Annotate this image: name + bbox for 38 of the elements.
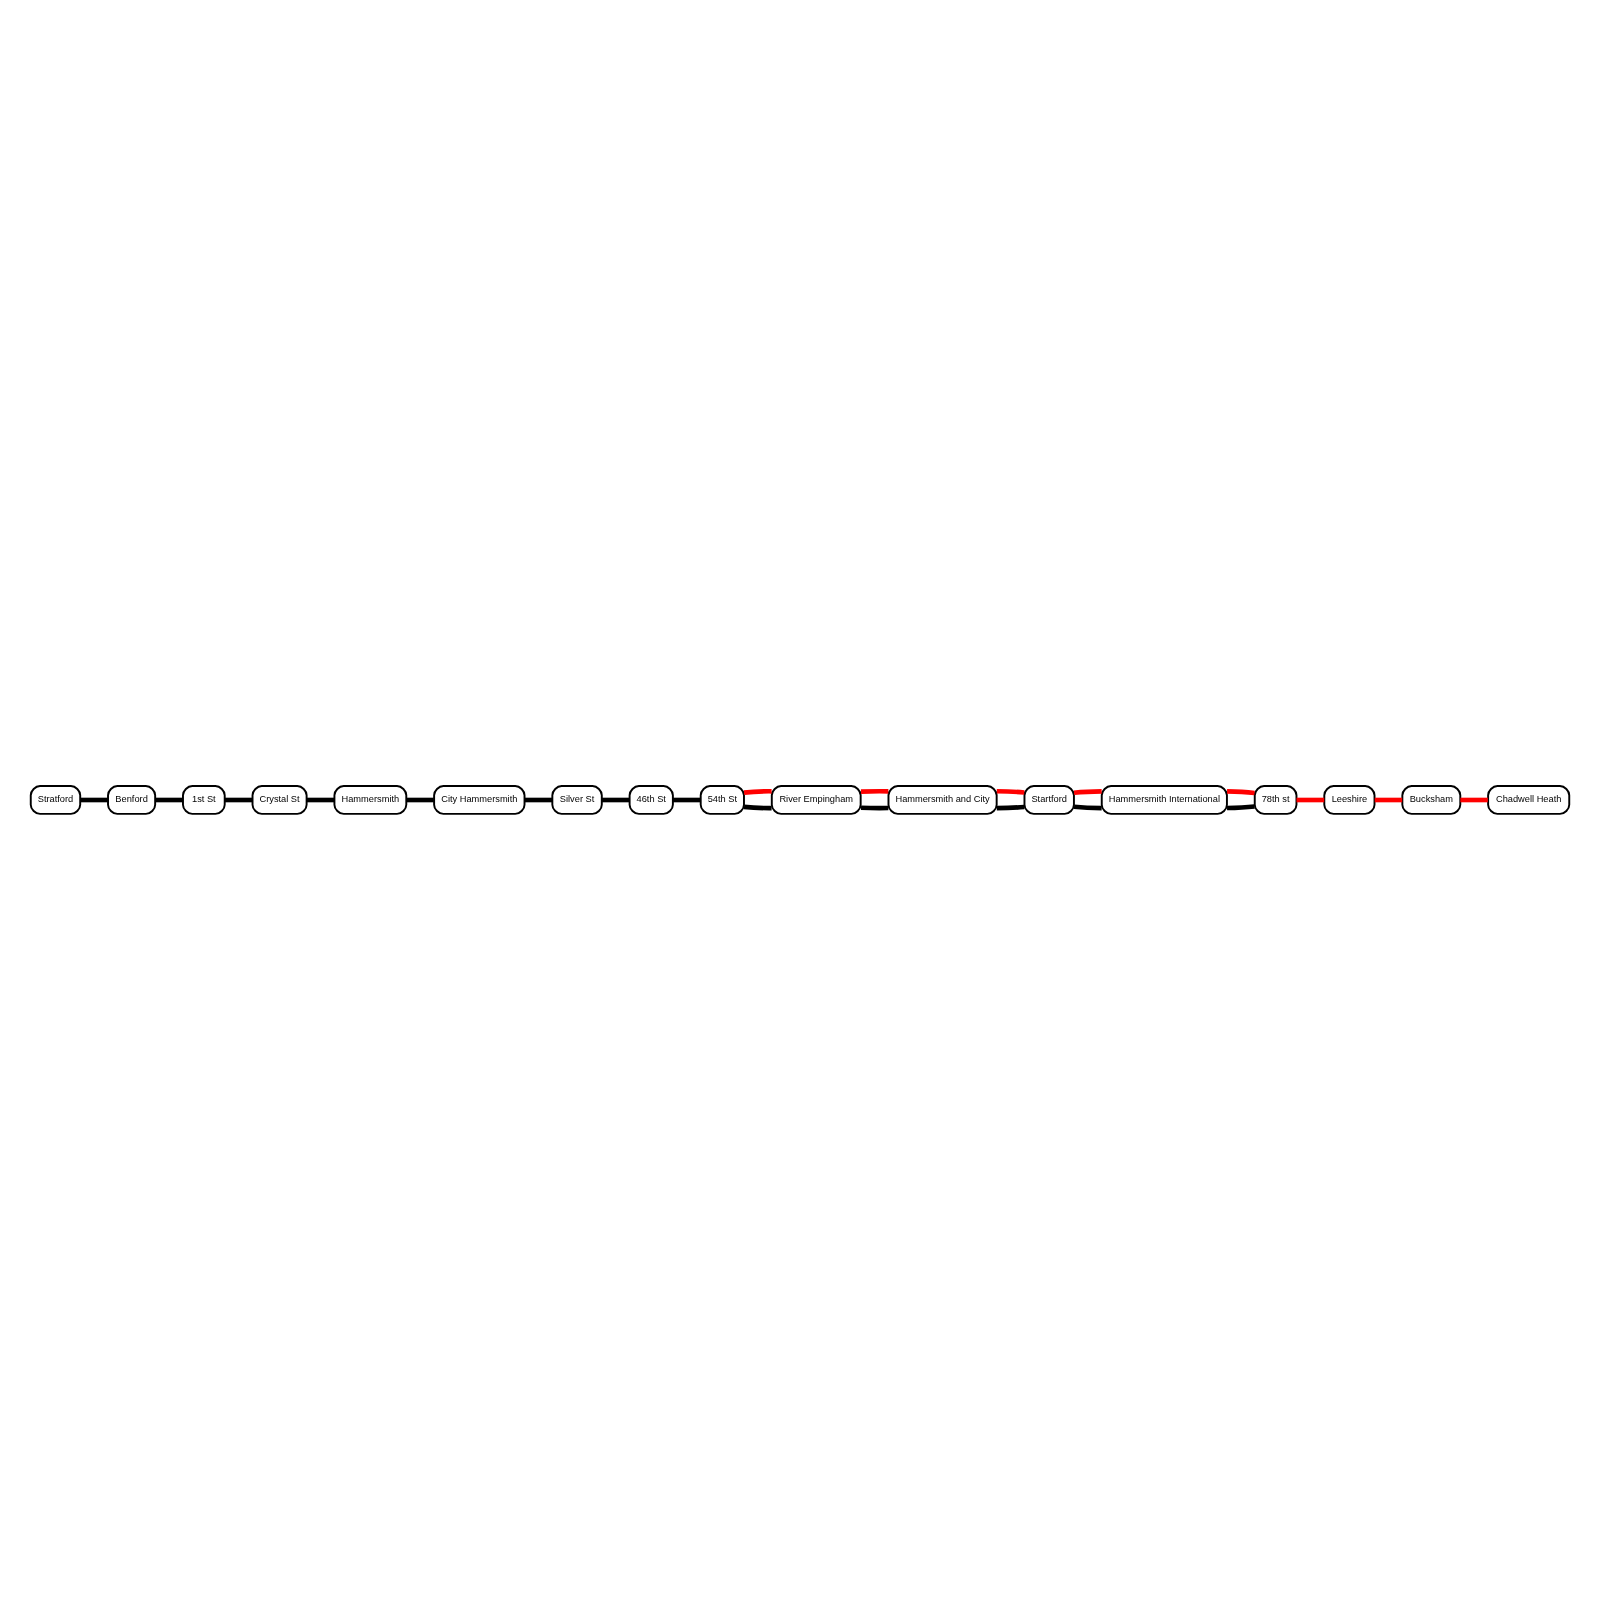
node-box: Chadwell Heath: [1487, 785, 1571, 815]
connector: [1460, 797, 1488, 803]
connector: [996, 804, 1025, 811]
node-box: 1st St: [182, 785, 226, 815]
node-box: 46th St: [628, 785, 674, 815]
connector: [1073, 789, 1102, 796]
connector: [1226, 789, 1255, 796]
connector: [672, 797, 701, 803]
connector: [224, 797, 253, 803]
node-box: Startford: [1023, 785, 1075, 815]
connector: [1296, 797, 1325, 803]
connector: [1073, 804, 1102, 811]
connector: [1374, 797, 1403, 803]
connector: [860, 805, 889, 811]
node-box: Crystal St: [251, 785, 308, 815]
connector: [155, 797, 183, 803]
node-box: Hammersmith International: [1100, 785, 1228, 815]
connector: [524, 797, 553, 803]
node-box: Hammersmith: [333, 785, 408, 815]
connector: [996, 789, 1025, 795]
node-box: Benford: [107, 785, 157, 815]
node-box: 54th St: [699, 785, 745, 815]
connector: [743, 804, 772, 811]
connector: [601, 797, 630, 803]
connector: [80, 797, 108, 803]
node-box: River Empingham: [770, 785, 862, 815]
node-box: Leeshire: [1323, 785, 1376, 815]
node-box: Bucksham: [1401, 785, 1462, 815]
connector: [860, 789, 889, 794]
connector: [1226, 804, 1255, 811]
connector: [306, 797, 335, 803]
node-box: Stratford: [29, 785, 82, 815]
connector: [406, 797, 434, 803]
node-box: Hammersmith and City: [887, 785, 998, 815]
node-box: Silver St: [551, 785, 603, 815]
node-box: City Hammersmith: [433, 785, 526, 815]
node-box: 78th st: [1253, 785, 1298, 815]
connector: [743, 789, 772, 795]
